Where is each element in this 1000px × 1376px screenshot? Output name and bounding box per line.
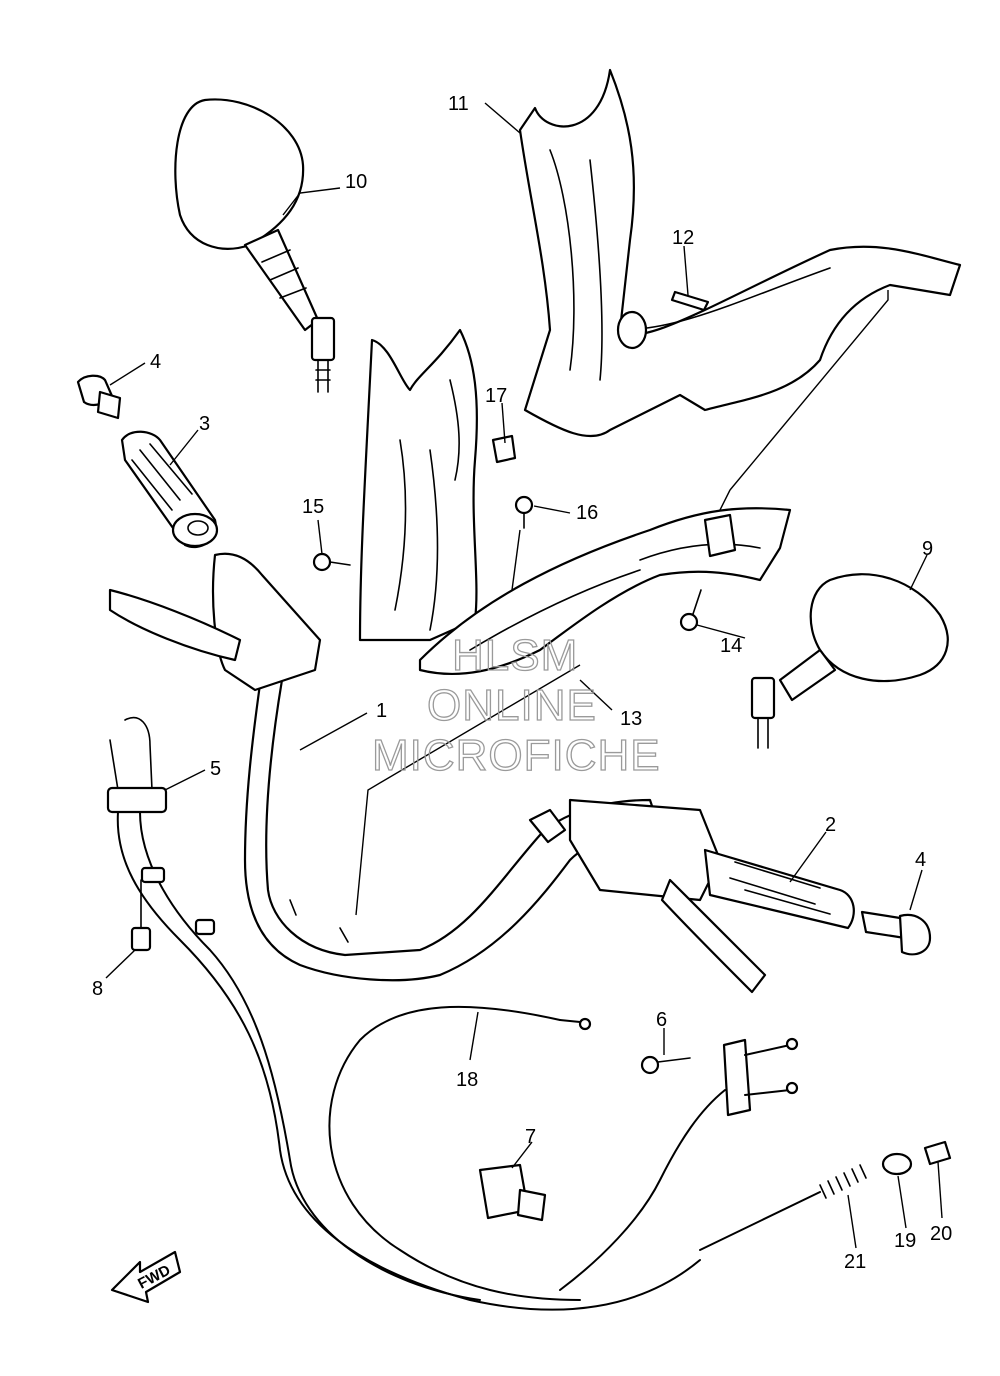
callout-13: 13: [620, 708, 642, 730]
callout-1: 1: [376, 700, 387, 722]
callout-14: 14: [720, 635, 742, 657]
callout-21: 21: [844, 1251, 866, 1273]
right-switch-housing: [528, 798, 767, 994]
callout-17: 17: [485, 385, 507, 407]
adjuster-spring: [699, 1164, 867, 1251]
callout-12: 12: [672, 227, 694, 249]
callout-20: 20: [930, 1223, 952, 1245]
callout-8: 8: [92, 978, 103, 1000]
screw-15: [312, 552, 351, 572]
grip-end-top: [76, 374, 122, 420]
callout-3: 3: [199, 413, 210, 435]
callout-11: 11: [448, 93, 469, 115]
screw-16: [514, 495, 534, 529]
callout-2: 2: [825, 814, 836, 836]
cover-clip: [670, 290, 710, 312]
collar-19: [881, 1152, 913, 1176]
panel-clip: [491, 434, 517, 464]
nut-20: [923, 1140, 952, 1166]
inner-front-cover: [358, 328, 478, 642]
callout-7: 7: [525, 1126, 536, 1148]
bolt-8: [130, 879, 152, 952]
cable-junction: [559, 1037, 799, 1291]
screw-14: [679, 589, 702, 632]
throttle-cable-assembly: [106, 716, 701, 1311]
callout-4-right: 4: [915, 849, 926, 871]
left-switch-housing: [108, 552, 322, 692]
callout-labels: 10 11 12 4 3 17 16 15 9 14 13 1 5 2 4 8 …: [92, 93, 952, 1273]
callout-5: 5: [210, 758, 221, 780]
callout-16: 16: [576, 502, 598, 524]
left-mirror: [174, 98, 336, 393]
callout-18: 18: [456, 1069, 478, 1091]
callout-6: 6: [656, 1009, 667, 1031]
callout-15: 15: [302, 496, 324, 518]
connector-7: [478, 1163, 547, 1222]
right-mirror: [750, 573, 949, 749]
callout-9: 9: [922, 538, 933, 560]
grip-end-right: [860, 910, 932, 956]
brake-cable: [328, 1005, 592, 1301]
watermark: HLSM ONLINE MICROFICHE: [371, 630, 661, 780]
watermark-line-2: ONLINE: [427, 681, 597, 730]
watermark-line-1: HLSM: [452, 631, 578, 680]
watermark-line-3: MICROFICHE: [372, 731, 661, 780]
callout-10: 10: [345, 171, 367, 193]
fwd-direction-arrow: FWD: [110, 1250, 182, 1304]
leader-lines: [105, 102, 943, 1249]
right-grip: [703, 848, 855, 930]
callout-4-top: 4: [150, 351, 161, 373]
callout-19: 19: [894, 1230, 916, 1252]
lower-cover: [418, 507, 792, 676]
upper-handle-cover: [518, 68, 962, 438]
throttle-grip: [120, 430, 219, 548]
